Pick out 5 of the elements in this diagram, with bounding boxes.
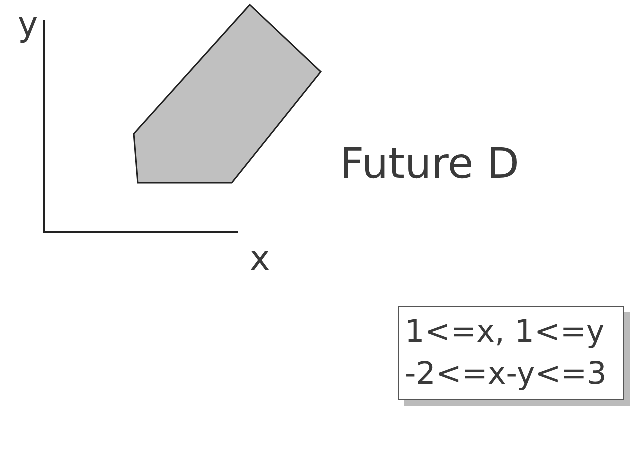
constraint-text: 1<=x, 1<=y (405, 313, 606, 352)
constraint-text: -2<=x-y<=3 (405, 355, 608, 394)
region-label: Future D (340, 143, 520, 185)
axis-label: y (18, 8, 38, 42)
axis-label: x (250, 242, 270, 276)
